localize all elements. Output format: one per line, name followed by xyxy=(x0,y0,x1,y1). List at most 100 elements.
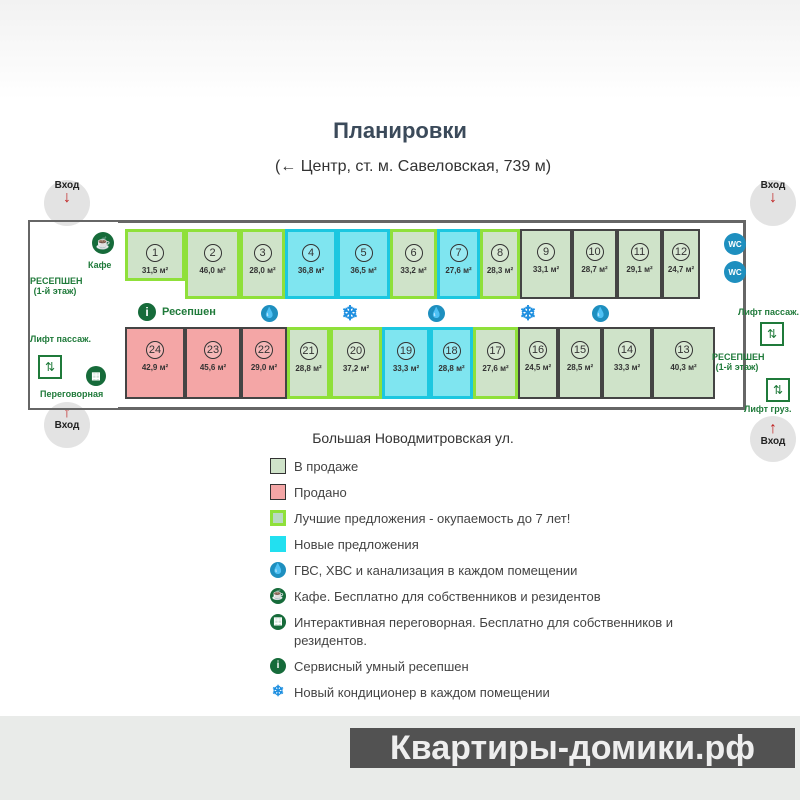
room-2[interactable]: 2 46,0 м² xyxy=(185,229,240,299)
watermark: Квартиры-домики.рф xyxy=(350,728,795,768)
legend-item: 💧 ГВС, ХВС и канализация в каждом помещен… xyxy=(270,562,740,580)
room-area: 37,2 м² xyxy=(342,364,370,373)
legend-item: ❄ Новый кондиционер в каждом помещении xyxy=(270,683,740,702)
room-number: 1 xyxy=(146,244,164,262)
legend-item: Новые предложения xyxy=(270,536,740,554)
room-number: 2 xyxy=(203,244,222,262)
room-area: 28,8 м² xyxy=(438,364,465,373)
room-18[interactable]: 18 28,8 м² xyxy=(430,327,473,399)
room-14[interactable]: 14 33,3 м² xyxy=(602,327,652,399)
water-drop-icon: 💧 xyxy=(428,305,445,322)
entry-label: Вход xyxy=(760,436,786,447)
entry-bottom-right: ↑Вход xyxy=(750,416,796,462)
legend-text: Новый кондиционер в каждом помещении xyxy=(294,685,550,700)
room-number: 15 xyxy=(571,341,589,359)
room-number: 13 xyxy=(674,341,693,359)
room-area: 33,1 м² xyxy=(532,265,560,274)
room-area: 40,3 м² xyxy=(670,363,697,372)
meeting-room-icon: ▦ xyxy=(86,366,106,386)
legend-text: ГВС, ХВС и канализация в каждом помещени… xyxy=(294,563,578,578)
room-3[interactable]: 3 28,0 м² xyxy=(240,229,285,299)
room-area: 28,5 м² xyxy=(566,363,594,372)
legend-swatch xyxy=(270,484,286,500)
arrow-up-icon: ↑ xyxy=(769,420,777,437)
room-area: 28,8 м² xyxy=(295,364,322,373)
room-number: 12 xyxy=(672,243,690,261)
room-number: 6 xyxy=(404,244,423,262)
room-number: 3 xyxy=(253,244,272,262)
location-subtitle: (← Центр, ст. м. Савеловская, 739 м) xyxy=(274,158,552,175)
entry-label: Вход xyxy=(54,180,80,191)
room-area: 33,3 м² xyxy=(392,364,420,373)
room-area: 27,6 м² xyxy=(445,266,472,275)
info-icon: i xyxy=(138,303,156,321)
room-number: 18 xyxy=(442,342,461,360)
lift-passenger-left-label: Лифт пассаж. xyxy=(30,334,91,344)
wc-icon: WC xyxy=(724,233,746,255)
room-area: 24,5 м² xyxy=(524,363,552,372)
room-area: 46,0 м² xyxy=(199,266,226,275)
room-area: 33,3 м² xyxy=(613,363,641,372)
cargo-lift-icon: ⇅ xyxy=(766,378,790,402)
room-10[interactable]: 10 28,7 м² xyxy=(572,229,617,299)
reception-first-floor-right: РЕСЕПШЕН (1-й этаж) xyxy=(712,352,765,372)
legend-text: Продано xyxy=(294,485,347,500)
cafe-label: Кафе xyxy=(88,260,112,270)
reception-label: Ресепшен xyxy=(162,306,216,318)
drop-icon: 💧 xyxy=(270,562,286,578)
room-area: 28,7 м² xyxy=(581,265,608,274)
arrow-down-icon: ↓ xyxy=(63,189,71,206)
legend-text: Лучшие предложения - окупаемость до 7 ле… xyxy=(294,511,571,526)
water-drop-icon: 💧 xyxy=(592,305,609,322)
entry-top-left: Вход↓ xyxy=(44,180,90,226)
cafe-icon: ☕ xyxy=(92,232,114,254)
info-icon: i xyxy=(270,658,286,674)
cafe-icon: ☕ xyxy=(270,588,286,604)
room-number: 10 xyxy=(585,243,604,261)
water-drop-icon: 💧 xyxy=(261,305,278,322)
meeting-icon: ▦ xyxy=(270,614,286,630)
entry-label: Вход xyxy=(54,420,80,431)
snowflake-icon: ❄ xyxy=(271,683,285,700)
arrow-down-icon: ↓ xyxy=(769,189,777,206)
room-15[interactable]: 15 28,5 м² xyxy=(558,327,602,399)
legend-item: ▦ Интерактивная переговорная. Бесплатно д… xyxy=(270,614,740,650)
legend-item: ☕Кафе. Бесплатно для собственников и рез… xyxy=(270,588,740,606)
legend-text: Интерактивная переговорная. Бесплатно дл… xyxy=(294,615,674,648)
room-number: 9 xyxy=(537,243,555,261)
page-title: Планировки xyxy=(333,118,467,143)
legend-text: В продаже xyxy=(294,459,359,474)
room-7[interactable]: 7 27,6 м² xyxy=(437,229,480,299)
room-area: 29,1 м² xyxy=(626,265,653,274)
legend-swatch xyxy=(270,458,286,474)
room-area: 36,8 м² xyxy=(297,266,325,275)
room-area: 29,0 м² xyxy=(250,363,278,372)
entry-label: Вход xyxy=(760,180,786,191)
room-9[interactable]: 9 33,1 м² xyxy=(520,229,572,299)
lift-passenger-right-label: Лифт пассаж. xyxy=(738,307,799,317)
room-number: 14 xyxy=(618,341,636,359)
legend-item: Лучшие предложения - окупаемость до 7 ле… xyxy=(270,510,740,528)
legend-text: Новые предложения xyxy=(294,537,419,552)
room-number: 17 xyxy=(486,342,505,360)
room-13[interactable]: 13 40,3 м² xyxy=(652,327,715,399)
room-area: 28,0 м² xyxy=(249,266,276,275)
room-number: 7 xyxy=(449,244,468,262)
room-area: 36,5 м² xyxy=(350,266,377,275)
